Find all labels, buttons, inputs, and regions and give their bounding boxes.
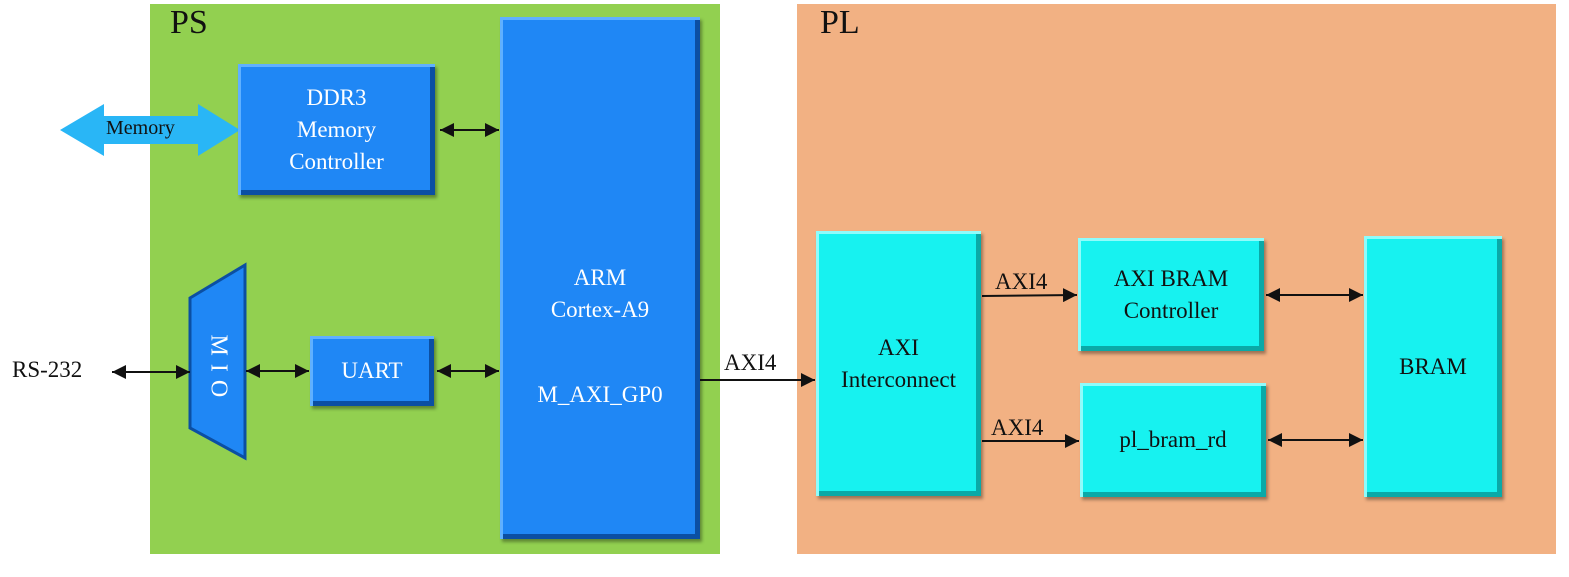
pl-bram-rd-block: pl_bram_rd — [1080, 383, 1266, 497]
axi-bram-controller-label: AXI BRAM Controller — [1113, 265, 1229, 323]
axi-interconnect-label: AXI Interconnect — [841, 334, 956, 392]
arm-port-label: M_AXI_GP0 — [537, 382, 663, 407]
uart-label: UART — [341, 358, 403, 383]
ps-title: PS — [170, 4, 208, 41]
pl-title: PL — [820, 4, 860, 41]
axi4-label-ctrl: AXI4 — [995, 269, 1048, 294]
ddr3-controller-block: DDR3 Memory Controller — [238, 64, 435, 195]
pl-bram-rd-label: pl_bram_rd — [1119, 427, 1227, 452]
ic-ctrl-link — [981, 288, 1078, 303]
memory-label: Memory — [106, 117, 175, 139]
axi-bram-controller-block: AXI BRAM Controller — [1078, 238, 1264, 351]
mio-block — [188, 262, 247, 461]
ddr3-controller-label: DDR3 Memory Controller — [289, 84, 384, 174]
arm-cortex-label: ARM Cortex-A9 — [550, 265, 650, 322]
rs232-label: RS-232 — [12, 357, 83, 382]
axi4-label-arm: AXI4 — [724, 350, 777, 375]
bram-label: BRAM — [1399, 353, 1467, 379]
bram-block: BRAM — [1364, 236, 1502, 497]
mio-label: MIO — [205, 334, 232, 406]
axi4-label-rd: AXI4 — [991, 415, 1044, 440]
memory-arrow — [60, 104, 240, 156]
arm-cortex-block: ARM Cortex-A9 M_AXI_GP0 — [500, 17, 700, 539]
axi-interconnect-block: AXI Interconnect — [816, 231, 981, 496]
uart-block: UART — [310, 336, 434, 406]
